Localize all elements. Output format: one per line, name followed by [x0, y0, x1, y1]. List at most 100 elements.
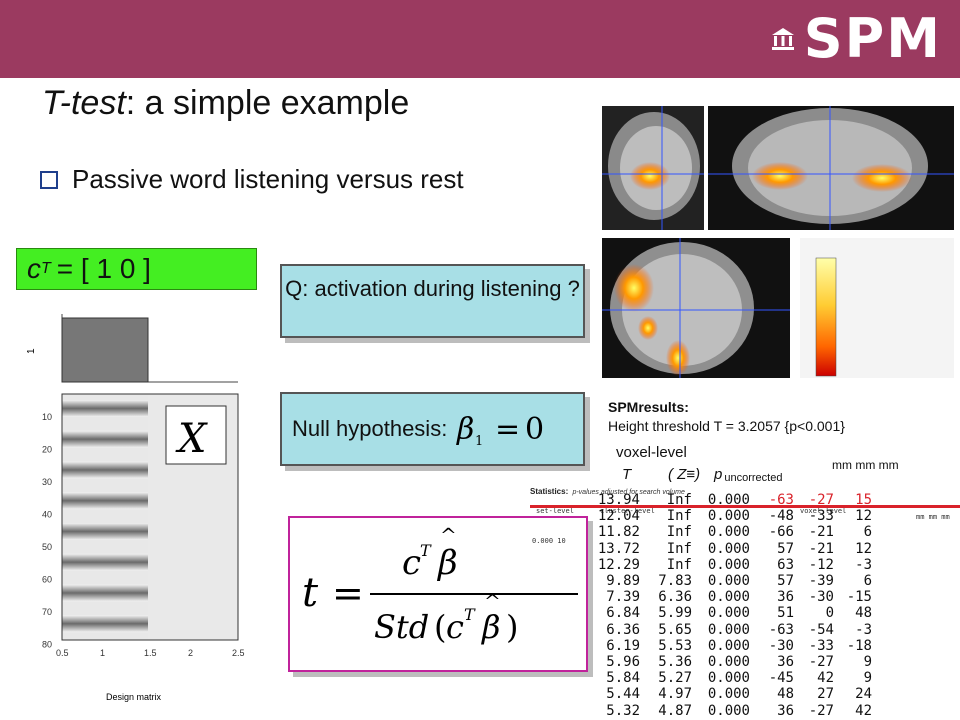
checkbox-bullet-icon: [40, 170, 58, 189]
y-mm: -54: [808, 621, 834, 638]
p-value: 0.000: [707, 492, 750, 508]
design-block-band: [62, 523, 148, 540]
y-tick-label: 30: [42, 477, 52, 487]
p-value: 0.000: [707, 573, 750, 590]
t-value: 5.84: [606, 670, 640, 687]
col-p-header: p: [714, 466, 723, 483]
contrast-rest: = [ 1 0 ]: [56, 253, 151, 284]
design-block-band: [62, 461, 148, 479]
y-mm: -39: [808, 573, 834, 590]
cluster-level-label: cluster-level: [600, 507, 655, 515]
svg-text:T: T: [464, 605, 476, 624]
x-mm: 57: [777, 573, 794, 590]
svg-text:β: β: [436, 543, 458, 583]
t-value: 6.84: [606, 605, 640, 622]
z-mm: -18: [846, 637, 872, 654]
x-tick-label: 1: [100, 648, 105, 658]
p-value: 0.000: [707, 524, 750, 541]
t-value: 6.36: [606, 621, 640, 638]
spm-results-header: SPMresults: Height threshold T = 3.2057 …: [608, 398, 845, 436]
height-threshold: Height threshold T = 3.2057 {p<0.001}: [608, 418, 845, 434]
y-mm: -12: [808, 556, 834, 573]
x-mm: -63: [768, 492, 794, 508]
bullet-text: Passive word listening versus rest: [72, 164, 464, 194]
col-t-header: T: [622, 466, 632, 483]
y-mm: -33: [808, 637, 834, 654]
y-mm: -27: [808, 654, 834, 671]
p-value: 0.000: [707, 702, 750, 719]
stats-title: Statistics:: [530, 487, 569, 496]
question-callout: Q: activation during listening ?: [280, 264, 585, 338]
z-mm: -3: [855, 556, 872, 573]
col-z-header: ( Z≡): [668, 466, 701, 483]
z-value: 6.36: [658, 589, 692, 606]
z-value: 5.99: [658, 605, 692, 622]
bullet-item: Passive word listening versus rest: [40, 164, 464, 195]
y-tick-label: 60: [42, 575, 52, 585]
p-value: 0.000: [707, 654, 750, 671]
z-value: 5.65: [658, 621, 692, 638]
x-mm: -30: [768, 637, 794, 654]
null-hypothesis-callout: Null hypothesis: β 1 = 0: [280, 392, 585, 466]
z-mm: 24: [855, 686, 872, 703]
y-tick-label: 20: [42, 445, 52, 455]
p-value: 0.000: [707, 670, 750, 687]
z-value: Inf: [666, 508, 692, 525]
y-tick-label: 40: [42, 510, 52, 520]
t-value: 6.19: [606, 637, 640, 654]
x-tick-label: 0.5: [56, 648, 69, 658]
contrast-c: c: [27, 253, 41, 284]
svg-text:0: 0: [525, 412, 544, 447]
svg-text:=: =: [495, 412, 520, 447]
z-value: 7.83: [658, 573, 692, 590]
p-value: 0.000: [707, 621, 750, 638]
t-value: 12.29: [597, 556, 640, 573]
z-value: 5.53: [658, 637, 692, 654]
z-mm: 9: [863, 670, 872, 687]
y-mm: -21: [808, 524, 834, 541]
z-value: Inf: [666, 524, 692, 541]
contrast-bar-plot: 1: [26, 314, 238, 383]
z-value: Inf: [666, 556, 692, 573]
svg-text:β: β: [481, 608, 501, 646]
y-mm: -30: [808, 589, 834, 606]
svg-text:β: β: [456, 412, 474, 447]
y-tick-label: 10: [42, 412, 52, 422]
x-mm: 36: [777, 654, 794, 671]
beta-equals-zero-formula: β 1 = 0: [456, 412, 544, 449]
z-mm: 6: [863, 573, 872, 590]
z-value: 4.97: [658, 686, 692, 703]
question-text: Q: activation during listening ?: [285, 276, 580, 301]
t-value: 11.82: [597, 524, 640, 541]
highlight-line: [530, 505, 960, 508]
x-tick-label: 2: [188, 648, 193, 658]
p-value: 0.000: [707, 540, 750, 557]
null-label: Null hypothesis:: [292, 416, 448, 441]
p-value: 0.000: [707, 508, 750, 525]
svg-text:c: c: [446, 608, 464, 646]
design-matrix-image: X: [61, 393, 239, 641]
voxel-level-small-label: voxel-level: [800, 507, 847, 515]
svg-text:T: T: [420, 541, 432, 560]
svg-text:Std: Std: [374, 608, 429, 646]
y-mm: 27: [817, 686, 834, 703]
contrast-axis-label: 1: [26, 348, 37, 354]
y-mm: -21: [808, 540, 834, 557]
matrix-x-label: X: [175, 416, 208, 462]
x-tick-label: 1.5: [144, 648, 157, 658]
t-value: 5.96: [606, 654, 640, 671]
design-block-band: [62, 584, 148, 602]
t-value: 9.89: [606, 573, 640, 590]
